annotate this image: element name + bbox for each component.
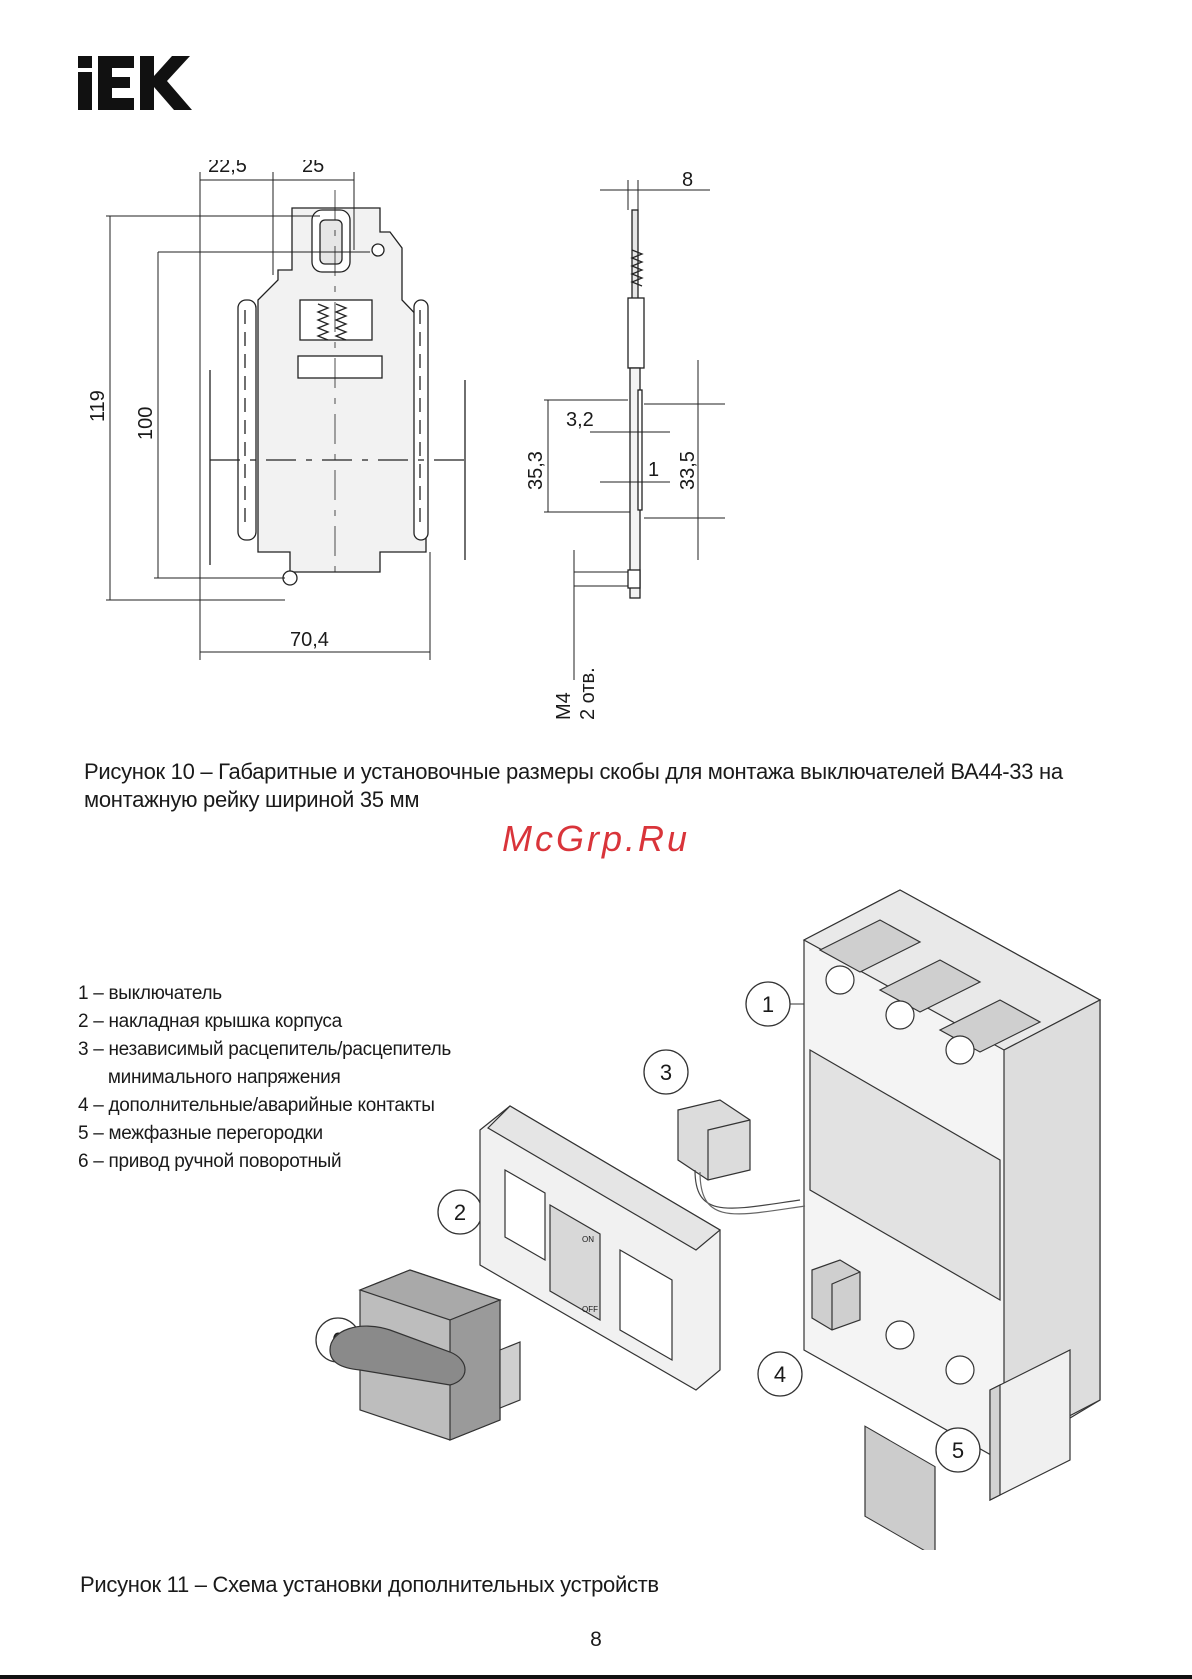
figure11-legend: 1 – выключатель 2 – накладная крышка кор… <box>78 980 451 1176</box>
callout-4-label: 4 <box>774 1362 786 1387</box>
accessories-installation-diagram: 1 3 2 6 4 5 ON OFF <box>315 889 1102 1550</box>
cover-accessory <box>479 1105 722 1391</box>
dim-70-4-label: 70,4 <box>290 629 329 651</box>
page-number: 8 <box>590 1628 602 1651</box>
callout-3-circle <box>643 1049 689 1095</box>
cover-off-label: OFF <box>582 1305 598 1314</box>
callout-5-circle <box>935 1427 981 1473</box>
bracket-side-view <box>627 209 645 599</box>
dim-m4-label: M4 <box>553 692 575 720</box>
front-view-dimension-lines <box>106 172 431 660</box>
shunt-trip-accessory <box>677 1099 806 1215</box>
bottom-rule <box>0 1675 1192 1679</box>
dim-1-label: 1 <box>648 459 659 481</box>
rotary-handle-accessory <box>329 1269 521 1441</box>
dim-22-5-label: 22,5 <box>208 160 247 177</box>
auxiliary-contacts-accessory <box>811 1259 861 1331</box>
watermark: McGrp.Ru <box>501 818 691 859</box>
iek-logo <box>78 56 192 110</box>
callout-2-label: 2 <box>454 1200 466 1225</box>
callout-4-circle <box>757 1351 803 1397</box>
legend-item: 3 – независимый расцепитель/расцепитель <box>78 1039 451 1060</box>
figure11-caption: Рисунок 11 – Схема установки дополнитель… <box>80 1572 659 1597</box>
dim-35-3-label: 35,3 <box>525 451 547 490</box>
dim-8-label: 8 <box>682 169 693 191</box>
callout-3-label: 3 <box>660 1060 672 1085</box>
phase-barrier-accessory <box>989 1349 1071 1501</box>
bracket-front-view <box>209 190 466 586</box>
legend-item: 4 – дополнительные/аварийные контакты <box>78 1095 435 1116</box>
legend-item: 6 – привод ручной поворотный <box>78 1151 342 1172</box>
legend-item: 5 – межфазные перегородки <box>78 1123 323 1144</box>
legend-item: 1 – выключатель <box>78 983 222 1004</box>
dim-119-label: 119 <box>87 390 109 422</box>
figure10-caption: Рисунок 10 – Габаритные и установочные р… <box>84 759 1063 812</box>
dim-33-5-label: 33,5 <box>677 451 699 490</box>
dim-25-label: 25 <box>302 160 324 177</box>
dim-100-label: 100 <box>135 407 157 440</box>
callout-1-label: 1 <box>762 992 774 1017</box>
legend-item: минимального напряжения <box>78 1067 341 1088</box>
dim-3-2-label: 3,2 <box>566 409 594 431</box>
breaker-body <box>802 889 1102 1550</box>
legend-item: 2 – накладная крышка корпуса <box>78 1011 342 1032</box>
side-view-dimension-lines <box>544 180 725 680</box>
cover-on-label: ON <box>582 1235 594 1244</box>
dim-holes-label: 2 отв. <box>577 667 599 720</box>
bracket-dimension-drawing: 22,5 25 8 119 100 70,4 3,2 35,3 33,5 1 M… <box>87 160 725 720</box>
callout-5-label: 5 <box>952 1438 964 1463</box>
